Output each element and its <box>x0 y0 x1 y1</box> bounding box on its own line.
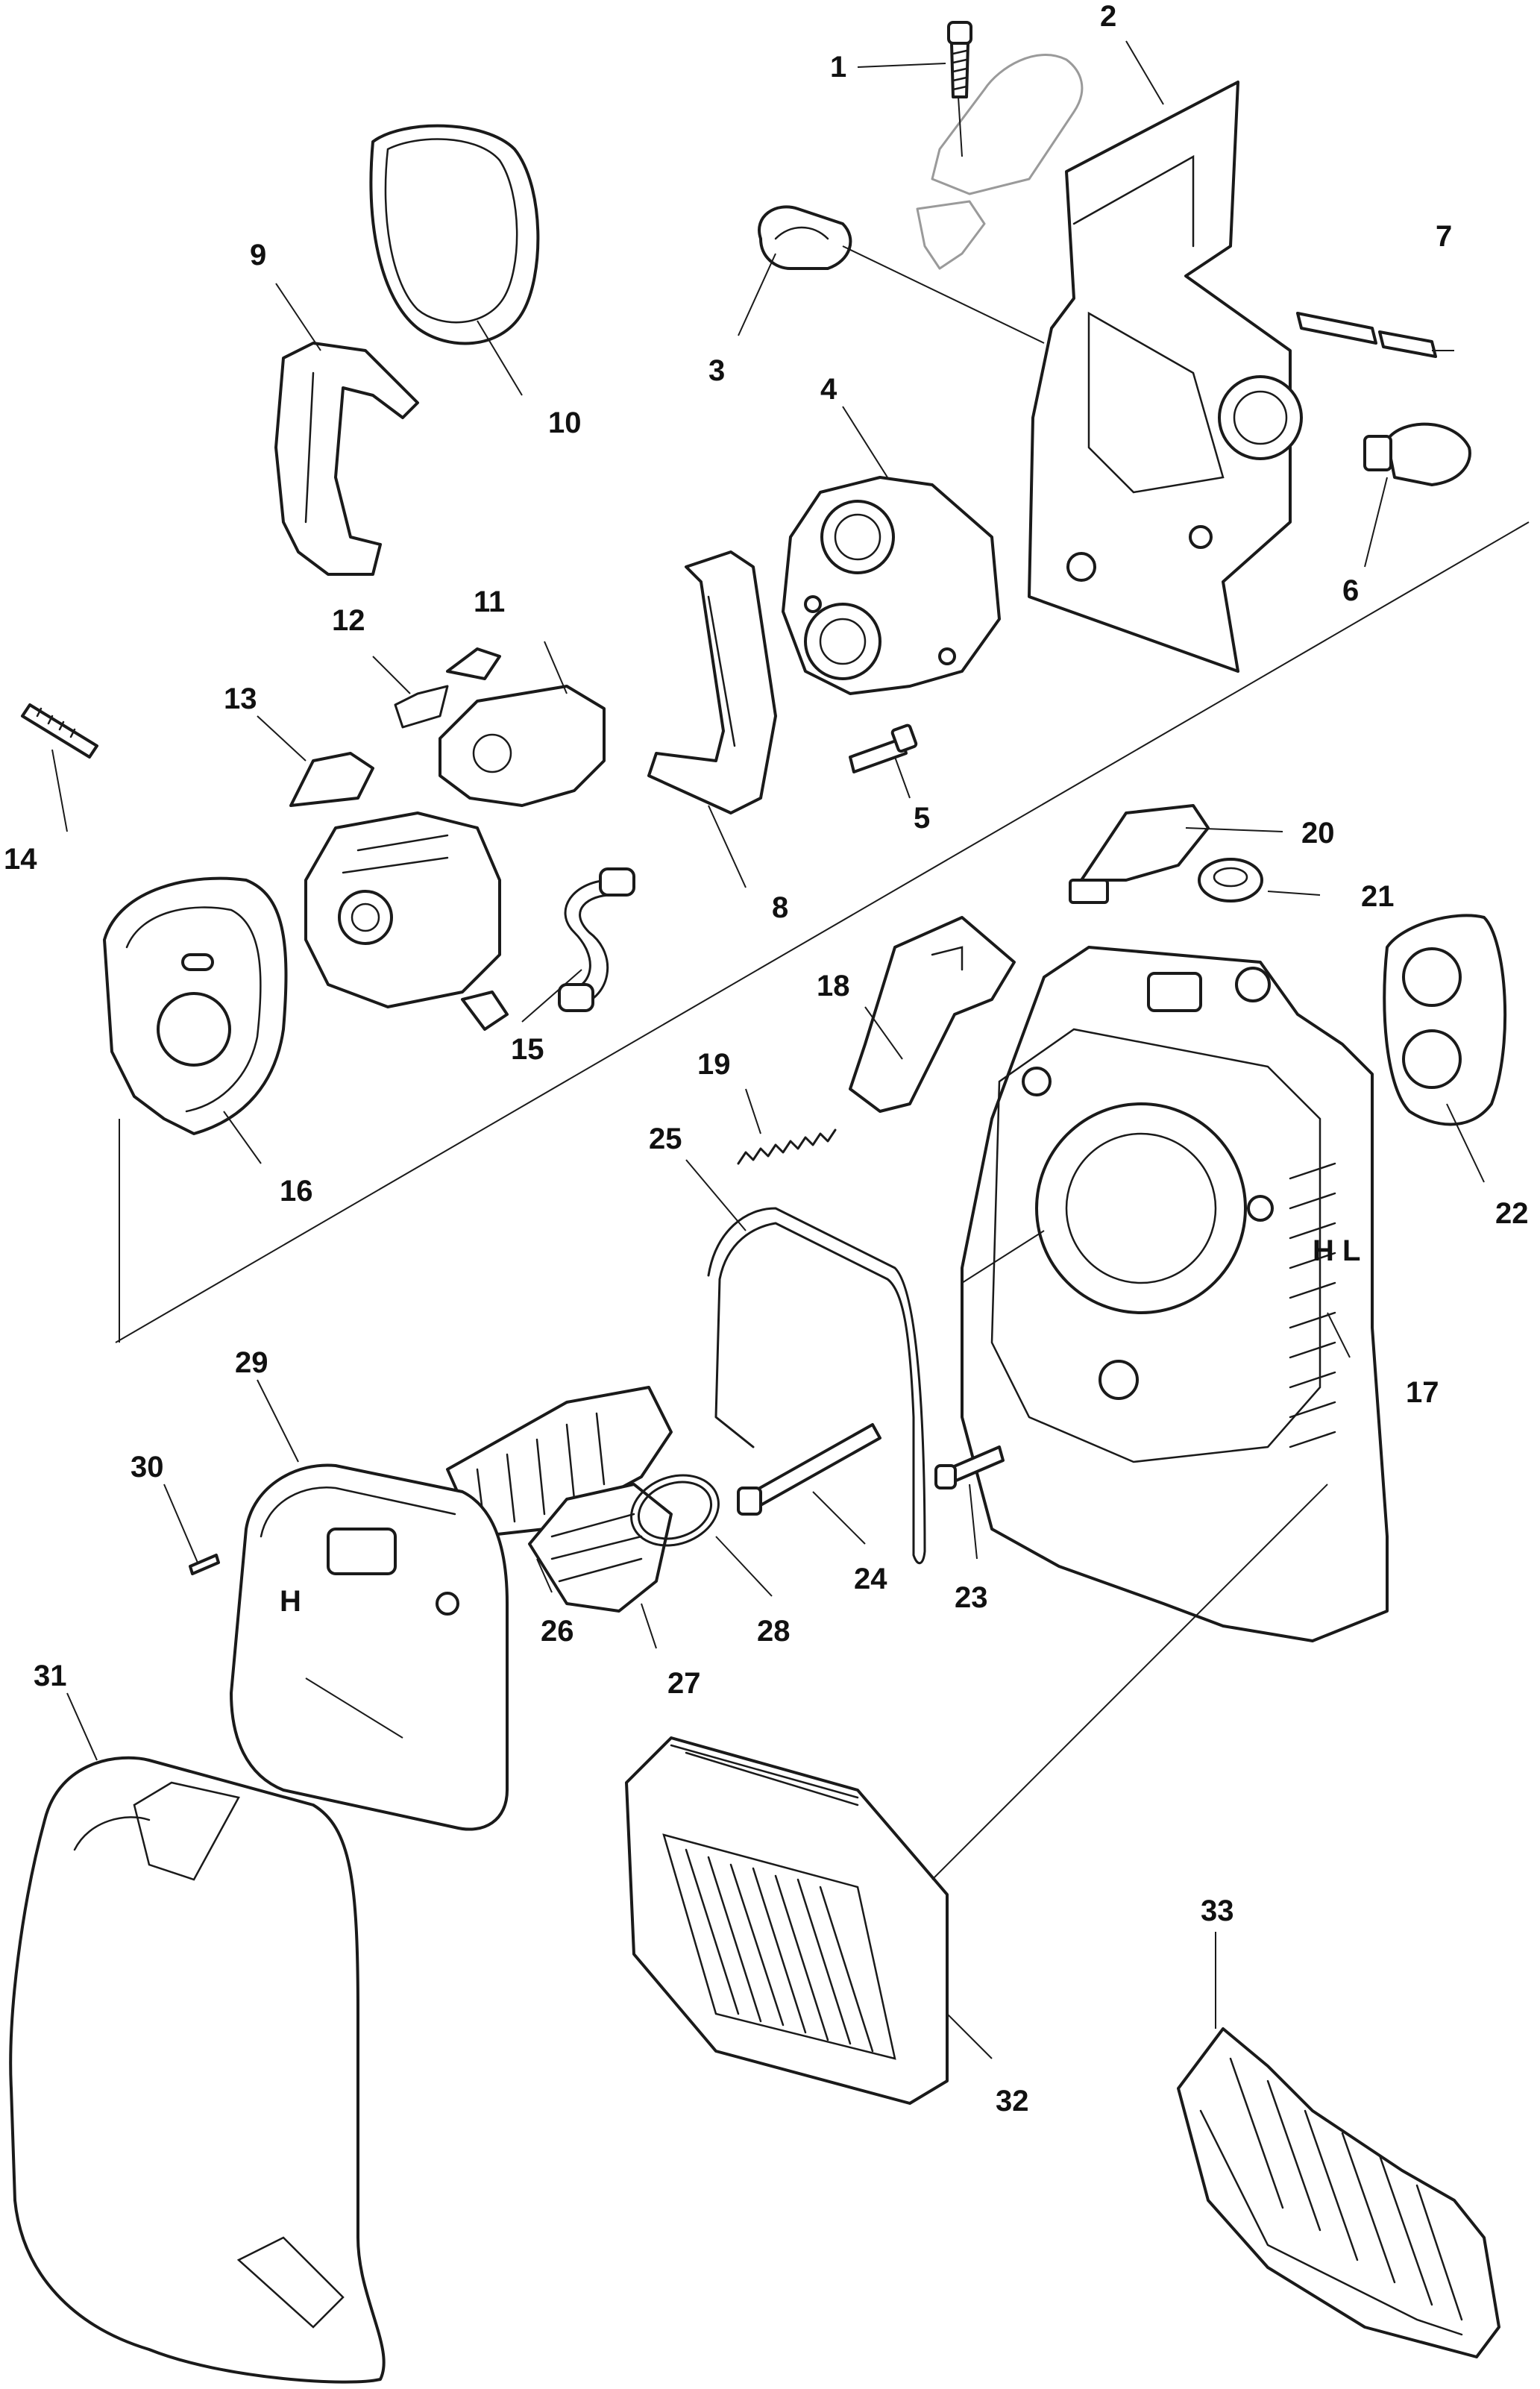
callout-1: 1 <box>830 51 846 84</box>
callout-12: 12 <box>332 604 365 637</box>
callout-11: 11 <box>474 586 505 618</box>
callout-16: 16 <box>280 1175 313 1208</box>
part-24-long-screw <box>737 1423 881 1516</box>
part-12-clip <box>394 685 449 729</box>
part-1-screw <box>947 21 972 98</box>
throttle-handle-ghost <box>916 54 1084 270</box>
callout-14: 14 <box>4 843 37 876</box>
part-10-gasket-ring <box>369 124 540 345</box>
part-28-o-ring <box>630 1474 720 1547</box>
part-21-grommet <box>1198 858 1263 902</box>
part-32-air-filter <box>625 1736 949 2105</box>
callout-8: 8 <box>772 891 788 924</box>
callout-3: 3 <box>708 354 725 387</box>
section-divider-lines <box>115 521 1530 1343</box>
part-8-bracket <box>647 550 777 814</box>
part-16-filter-base <box>103 876 288 1135</box>
callout-33: 33 <box>1201 1894 1234 1927</box>
callout-2: 2 <box>1100 0 1116 33</box>
callout-numbers: 1 2 3 4 5 6 7 8 9 10 11 12 13 14 15 16 1… <box>4 0 1529 2118</box>
part-6-cap <box>1363 422 1471 486</box>
leader-lines <box>51 40 1485 2059</box>
callout-21: 21 <box>1361 880 1395 913</box>
part-22-plate <box>1383 914 1507 1126</box>
callout-9: 9 <box>250 239 266 271</box>
part-33-filter-insert <box>1177 2027 1500 2358</box>
part-17-main-housing <box>961 946 1389 1642</box>
callout-31: 31 <box>34 1660 67 1692</box>
dial-marks: H L <box>1313 1234 1360 1267</box>
part-13-carburettor <box>289 752 509 1031</box>
callout-29: 29 <box>235 1346 268 1379</box>
callout-7: 7 <box>1436 220 1452 253</box>
part-15-fuel-hose <box>558 867 635 1012</box>
dial-mark-l: L <box>1342 1234 1360 1267</box>
part-27-bellows <box>528 1483 673 1613</box>
callout-23: 23 <box>955 1581 988 1614</box>
part-20-clip <box>1069 804 1210 904</box>
callout-26: 26 <box>541 1615 574 1648</box>
part-25-wire-bail <box>707 1207 926 1565</box>
part-3-clip <box>758 205 852 270</box>
callout-18: 18 <box>817 970 850 1002</box>
callout-25: 25 <box>649 1123 682 1155</box>
part-18-lever <box>849 916 1016 1113</box>
part-7-pins <box>1296 312 1437 358</box>
part-4-intake-adapter <box>782 476 1001 695</box>
part-2-handle-bracket <box>1028 81 1303 673</box>
callout-19: 19 <box>697 1048 731 1081</box>
callout-4: 4 <box>820 373 837 406</box>
part-9-bracket <box>274 342 419 576</box>
callout-24: 24 <box>854 1563 887 1595</box>
callout-22: 22 <box>1495 1197 1529 1230</box>
callout-20: 20 <box>1301 817 1335 850</box>
callout-6: 6 <box>1342 574 1359 607</box>
dial-mark-h: H <box>1313 1234 1334 1267</box>
callout-17: 17 <box>1406 1376 1439 1409</box>
part-23-screw <box>934 1445 1005 1489</box>
callout-13: 13 <box>224 682 257 715</box>
part-31-air-cover <box>9 1756 386 2384</box>
part-29-filter-cover: H <box>230 1463 509 1831</box>
callout-10: 10 <box>548 406 582 439</box>
callout-32: 32 <box>996 2085 1029 2118</box>
part-19-spring <box>737 1128 837 1165</box>
callout-5: 5 <box>914 802 930 835</box>
callout-15: 15 <box>511 1033 544 1066</box>
cover-logo: H <box>280 1585 301 1618</box>
callout-27: 27 <box>667 1667 701 1700</box>
part-5-screw <box>849 723 918 773</box>
callout-30: 30 <box>131 1451 164 1484</box>
part-14-stud <box>21 703 98 759</box>
callout-28: 28 <box>757 1615 791 1648</box>
part-11-pump-body <box>439 647 606 807</box>
part-30-small-screw <box>189 1554 220 1575</box>
